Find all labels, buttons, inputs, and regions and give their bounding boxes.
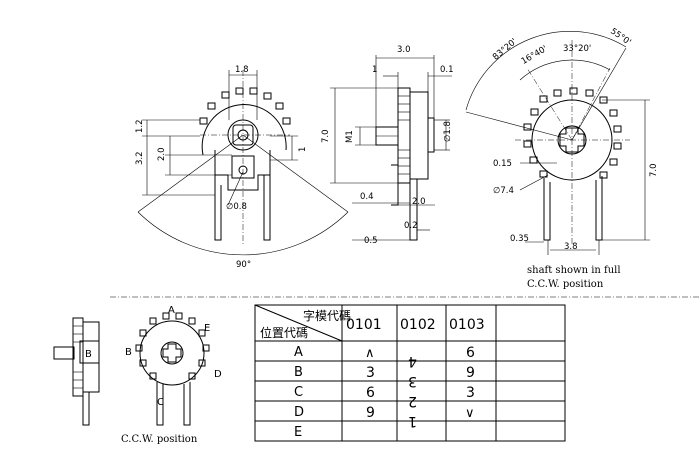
dim-front-top: 1.8: [235, 65, 249, 75]
dim-side-04: 0.4: [360, 192, 374, 202]
front-view: 1.8 1.2 3.2 2.0 1 ∅0.8 90°: [135, 65, 349, 270]
bottom-front-teeth: [135, 312, 210, 380]
front-wheel-teeth: [199, 87, 291, 125]
side-wheel: [397, 87, 411, 184]
table-row-a-c2: 4: [408, 353, 417, 369]
position-label-e: E: [204, 323, 210, 334]
dim-side-overall: 3.0: [397, 45, 411, 55]
dim-rear-a4: 33°20': [563, 44, 591, 54]
table-row-a-c3: 6: [466, 345, 475, 361]
rear-arc-outer: [465, 31, 627, 111]
table-row-c-c1: 6: [366, 385, 375, 401]
table-row-c-pos: C: [294, 385, 303, 400]
table-header-top: 字模代碼: [303, 308, 351, 323]
front-terminal-right: [263, 175, 271, 241]
dim-side-02: 0.2: [404, 221, 418, 231]
side-body: [409, 91, 429, 180]
dim-front-h1: 1.2: [135, 119, 145, 133]
side-terminal: [409, 179, 418, 241]
dim-front-right: 1: [298, 147, 308, 152]
dim-front-h3: 2.0: [157, 147, 167, 161]
bottom-side-terminal: [82, 392, 90, 426]
rear-arc-inner: [519, 59, 611, 81]
rear-wheel-teeth: [523, 87, 622, 179]
table-header-bottom: 位置代碼: [260, 325, 308, 340]
dim-side-shaft: M1: [345, 130, 355, 143]
dim-rear-a1: 83°20': [491, 37, 519, 63]
bottom-front-terminal-right: [183, 382, 191, 426]
shaft-note-line2: C.C.W. position: [527, 279, 604, 290]
ccw-caption: C.C.W. position: [121, 434, 198, 445]
knob-letter-b: B: [85, 349, 92, 360]
table-row-a-c1: ∧: [365, 346, 375, 361]
position-label-a: A: [168, 305, 175, 316]
rear-cross-slot: [559, 127, 585, 153]
dim-rear-a3: 16°40': [520, 44, 549, 67]
dim-side-bore: ∅1.8: [443, 121, 453, 142]
table-row-c-c2: 2: [408, 393, 417, 409]
rear-terminal-right: [595, 176, 603, 241]
bottom-front-ring: [160, 341, 184, 365]
table-row-b-c3: 9: [466, 365, 475, 381]
front-terminal-left: [214, 175, 222, 241]
table-col-0101: 0101: [346, 317, 382, 333]
bottom-front-terminal-left: [156, 382, 164, 426]
rear-view: 83°20' 55°0' 16°40' 33°20' 0.15 ∅7.4 0.3…: [465, 26, 659, 290]
side-boss: [427, 117, 435, 153]
dim-front-h2: 3.2: [135, 151, 145, 165]
dim-rear-38: 3.8: [564, 242, 578, 252]
side-view: 3.0 1 0.1 7.0 M1 ∅1.8 0.4 2.0 0.5 0.2: [321, 45, 454, 246]
dim-rear-a2: 55°0': [608, 26, 632, 47]
bottom-side-knob: [79, 340, 100, 364]
table-row-b-c1: 3: [366, 365, 375, 381]
table-row-d-pos: D: [294, 405, 304, 420]
dim-side-20: 2.0: [412, 197, 426, 207]
marking-table: 字模代碼 位置代碼 0101 0102 0103 A ∧ 4 6 B 3 3 9…: [254, 304, 566, 442]
dim-front-hole: ∅0.8: [226, 202, 247, 212]
bottom-front-wheel: [139, 320, 205, 386]
table-row-e-pos: E: [294, 425, 302, 440]
dim-side-height: 7.0: [321, 129, 331, 143]
front-angle-arc: [137, 211, 349, 256]
dim-side-left: 1: [372, 65, 377, 75]
position-label-d: D: [214, 369, 222, 380]
dim-side-right: 0.1: [440, 65, 454, 75]
dim-rear-035: 0.35: [510, 234, 529, 244]
bottom-front-view: A B C D E C.C.W. position: [121, 305, 222, 445]
table-col-0103: 0103: [449, 317, 485, 333]
table-row-d-c3: ∨: [465, 406, 475, 421]
bottom-side-view: B: [53, 317, 100, 426]
position-label-b: B: [125, 347, 132, 358]
table-row-b-c2: 3: [408, 373, 417, 389]
shaft-note-line1: shaft shown in full: [527, 265, 621, 276]
rear-terminal-left: [543, 178, 551, 241]
side-stop: [391, 164, 399, 206]
table-col-0102: 0102: [400, 317, 436, 333]
dim-rear-dia: ∅7.4: [493, 186, 514, 196]
dim-side-05: 0.5: [364, 236, 378, 246]
bottom-side-shaft: [53, 346, 75, 360]
bottom-front-cross: [162, 343, 182, 363]
dim-rear-015: 0.15: [493, 159, 512, 169]
position-label-c: C: [157, 397, 164, 408]
dim-front-angle: 90°: [236, 260, 251, 270]
table-row-c-c3: 3: [466, 385, 475, 401]
dim-rear-70: 7.0: [649, 163, 659, 177]
table-row-a-pos: A: [294, 345, 303, 360]
table-row-d-c1: 9: [366, 405, 375, 421]
table-row-b-pos: B: [294, 365, 303, 380]
table-row-d-c2: 1: [408, 413, 417, 429]
